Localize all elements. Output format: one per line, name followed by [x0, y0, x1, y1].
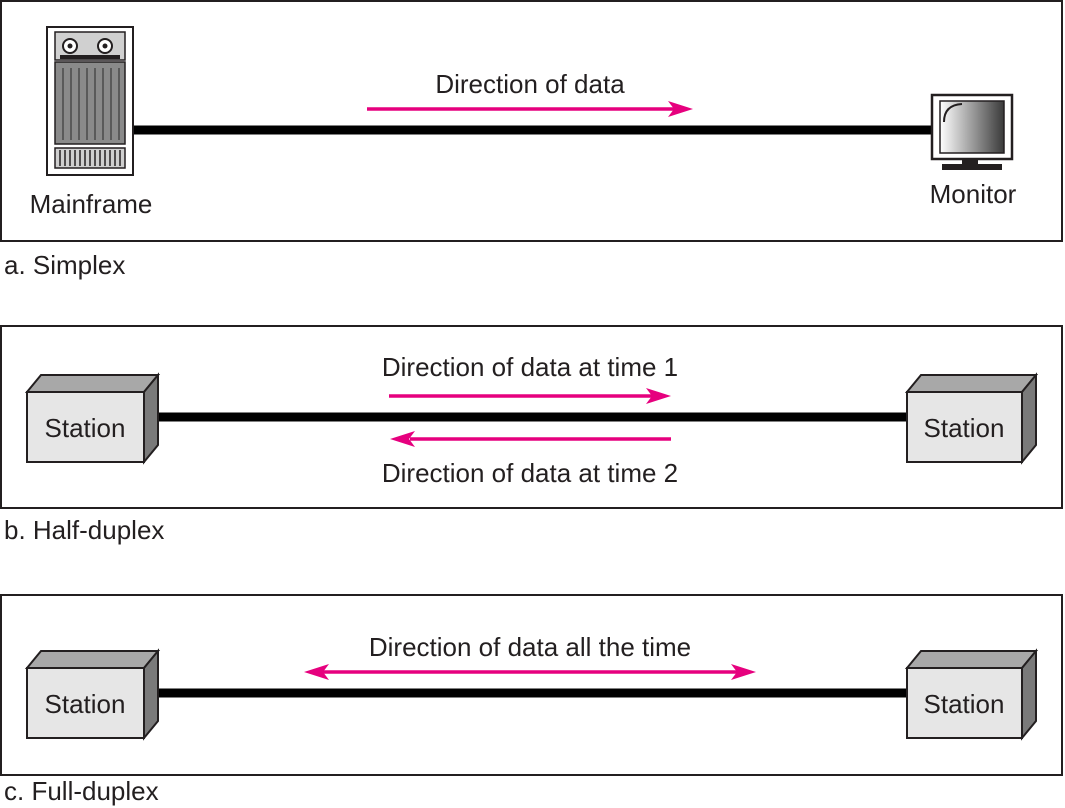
simplex-direction-arrow — [367, 101, 693, 117]
simplex-direction-label: Direction of data — [435, 69, 625, 99]
half-duplex-time2-arrow — [390, 431, 671, 447]
full-duplex-caption: c. Full-duplex — [4, 776, 159, 806]
simplex-caption: a. Simplex — [4, 250, 126, 280]
half-duplex-time2-label: Direction of data at time 2 — [382, 458, 678, 488]
full-duplex-left-station-label: Station — [45, 689, 126, 719]
mainframe-icon — [46, 26, 134, 176]
half-duplex-caption: b. Half-duplex — [4, 515, 165, 545]
full-duplex-right-station-icon — [904, 648, 1039, 741]
monitor-label: Monitor — [930, 179, 1017, 209]
half-duplex-time1-label: Direction of data at time 1 — [382, 352, 678, 382]
monitor-icon — [930, 93, 1014, 170]
full-duplex-bidirectional-arrow — [304, 664, 756, 680]
half-duplex-left-station-icon — [24, 372, 161, 465]
half-duplex-right-station-label: Station — [924, 413, 1005, 443]
half-duplex-left-station-label: Station — [45, 413, 126, 443]
full-duplex-right-station-label: Station — [924, 689, 1005, 719]
simplex-panel — [0, 0, 1063, 242]
half-duplex-right-station-icon — [904, 372, 1039, 465]
mainframe-label: Mainframe — [30, 189, 153, 219]
full-duplex-left-station-icon — [24, 648, 161, 741]
full-duplex-panel — [0, 594, 1063, 776]
full-duplex-direction-label: Direction of data all the time — [369, 632, 691, 662]
half-duplex-time1-arrow — [389, 388, 671, 404]
